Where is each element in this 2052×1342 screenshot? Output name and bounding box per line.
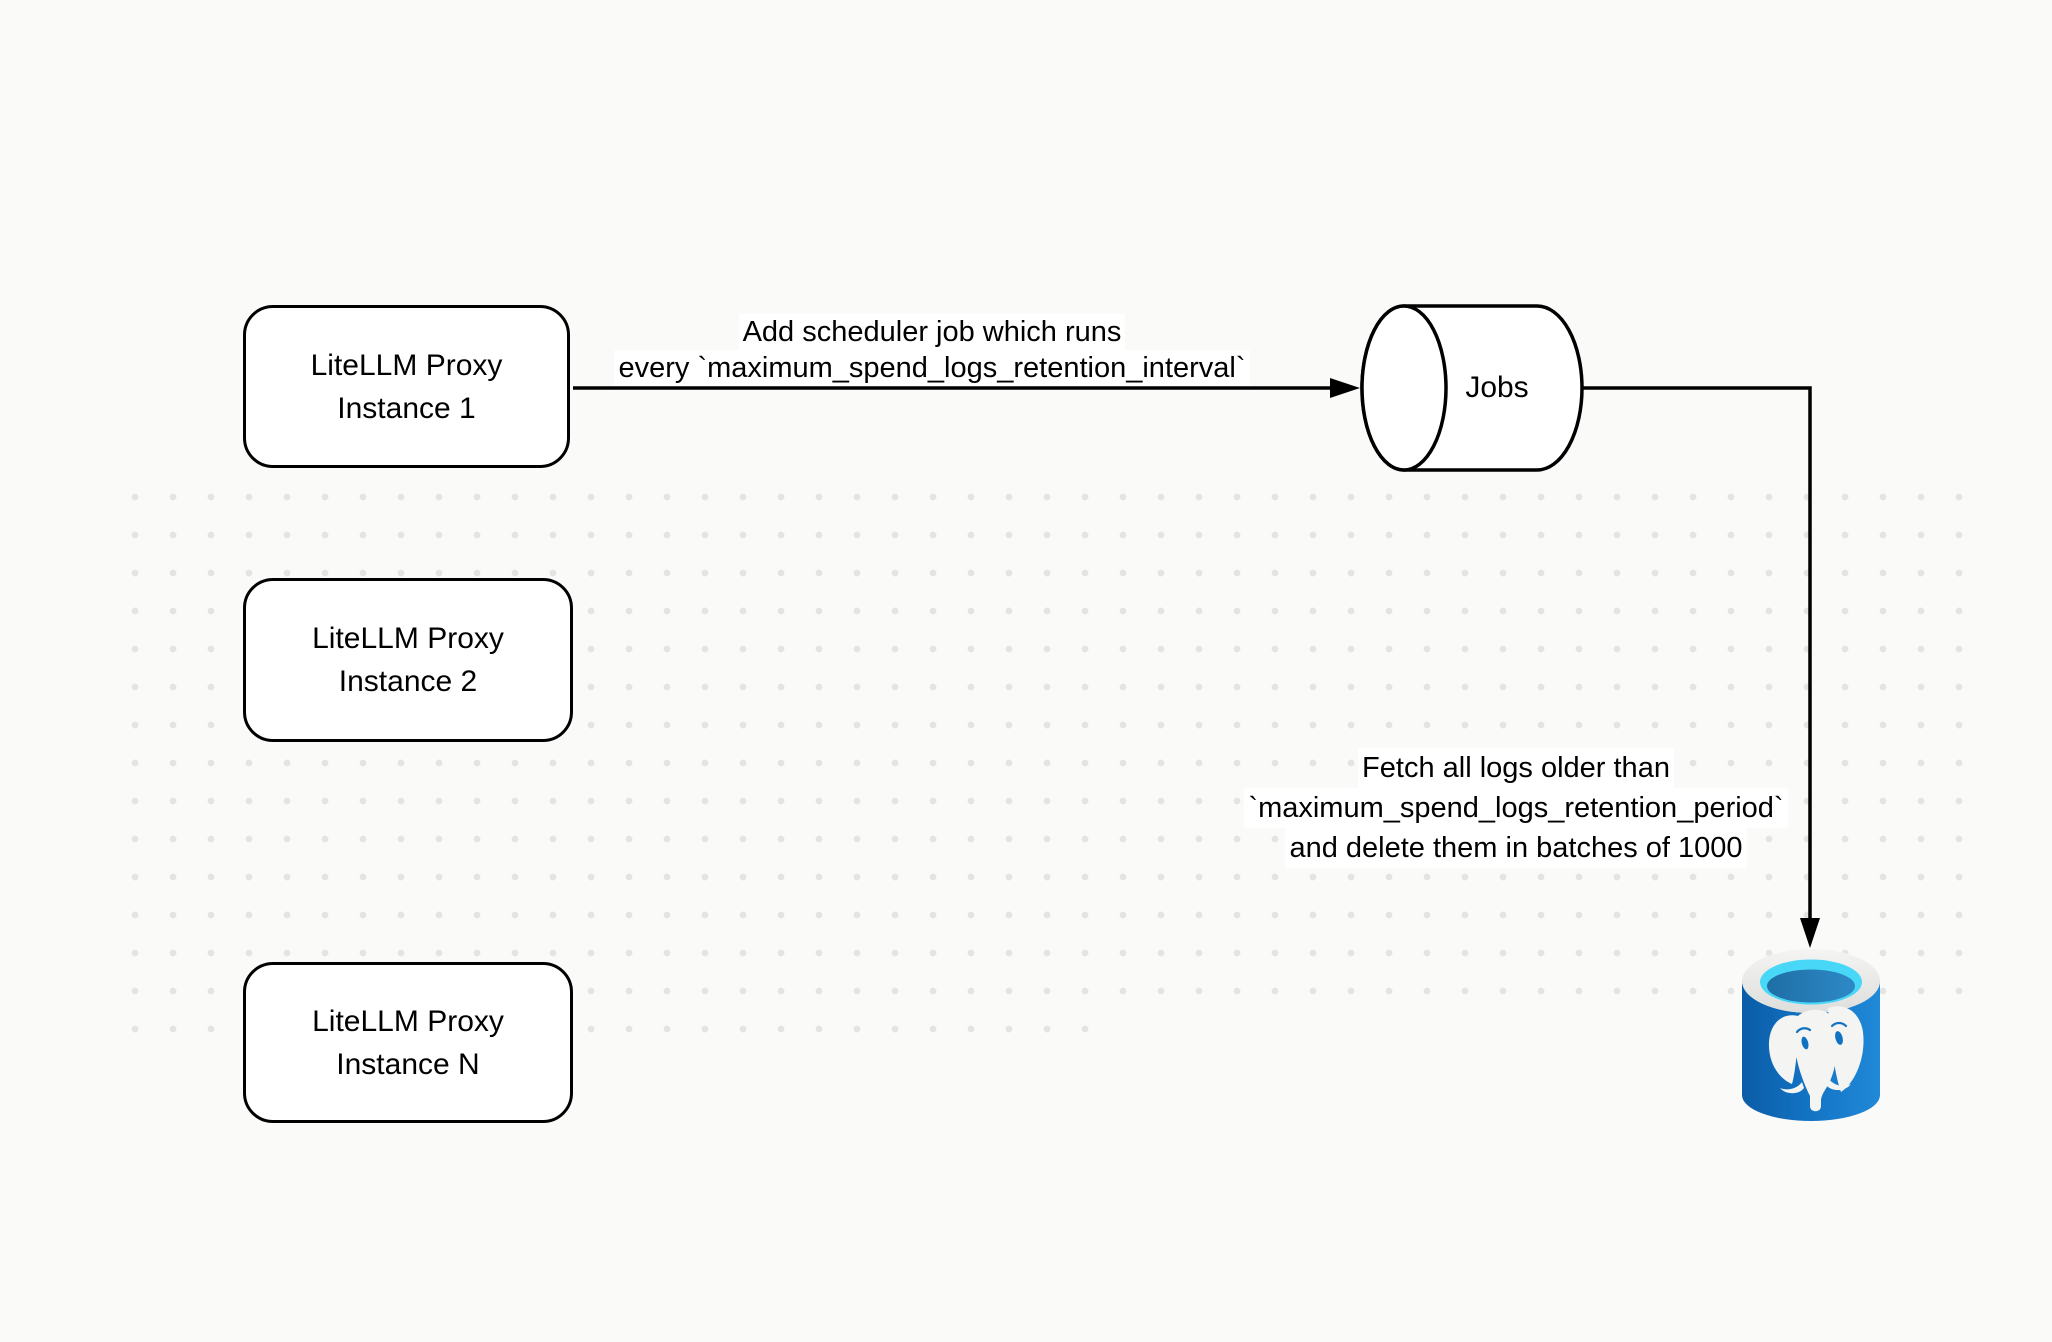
edge-label-fetch: Fetch all logs older than `maximum_spend… xyxy=(1222,748,1810,868)
edge-label-line: Add scheduler job which runs xyxy=(738,314,1126,350)
pg-cylinder-inner xyxy=(1767,969,1855,1003)
node-litellm-proxy-instance-2: LiteLLM Proxy Instance 2 xyxy=(243,578,573,742)
node-litellm-proxy-instance-n: LiteLLM Proxy Instance N xyxy=(243,962,573,1123)
edge-label-scheduler: Add scheduler job which runs every `maxi… xyxy=(532,314,1332,386)
node-label-line: Instance N xyxy=(336,1047,480,1081)
node-label-line: LiteLLM Proxy xyxy=(310,348,503,382)
pg-elephant-logo xyxy=(1768,1006,1864,1112)
dot-grid xyxy=(116,478,1978,1011)
arrowhead-down xyxy=(1800,918,1820,948)
node-label-line: Instance 2 xyxy=(338,665,478,698)
edge-fetch-arrow xyxy=(1582,386,1820,948)
edge-label-line: every `maximum_spend_logs_retention_inte… xyxy=(614,350,1250,386)
node-label-line: LiteLLM Proxy xyxy=(312,1004,504,1038)
arrowhead-right xyxy=(1330,378,1360,398)
jobs-cylinder xyxy=(1360,304,1584,472)
postgresql-database-icon xyxy=(1742,949,1880,1121)
node-label-line: LiteLLM Proxy xyxy=(312,622,504,655)
edge-label-line: `maximum_spend_logs_retention_period` xyxy=(1244,788,1788,828)
edge-label-line: and delete them in batches of 1000 xyxy=(1285,828,1747,868)
node-litellm-proxy-instance-1: LiteLLM Proxy Instance 1 xyxy=(243,305,570,468)
edge-scheduler-arrow xyxy=(573,378,1360,398)
jobs-cylinder-label: Jobs xyxy=(1465,371,1529,404)
edge-label-line: Fetch all logs older than xyxy=(1358,748,1674,788)
node-label-line: Instance 1 xyxy=(337,391,476,425)
